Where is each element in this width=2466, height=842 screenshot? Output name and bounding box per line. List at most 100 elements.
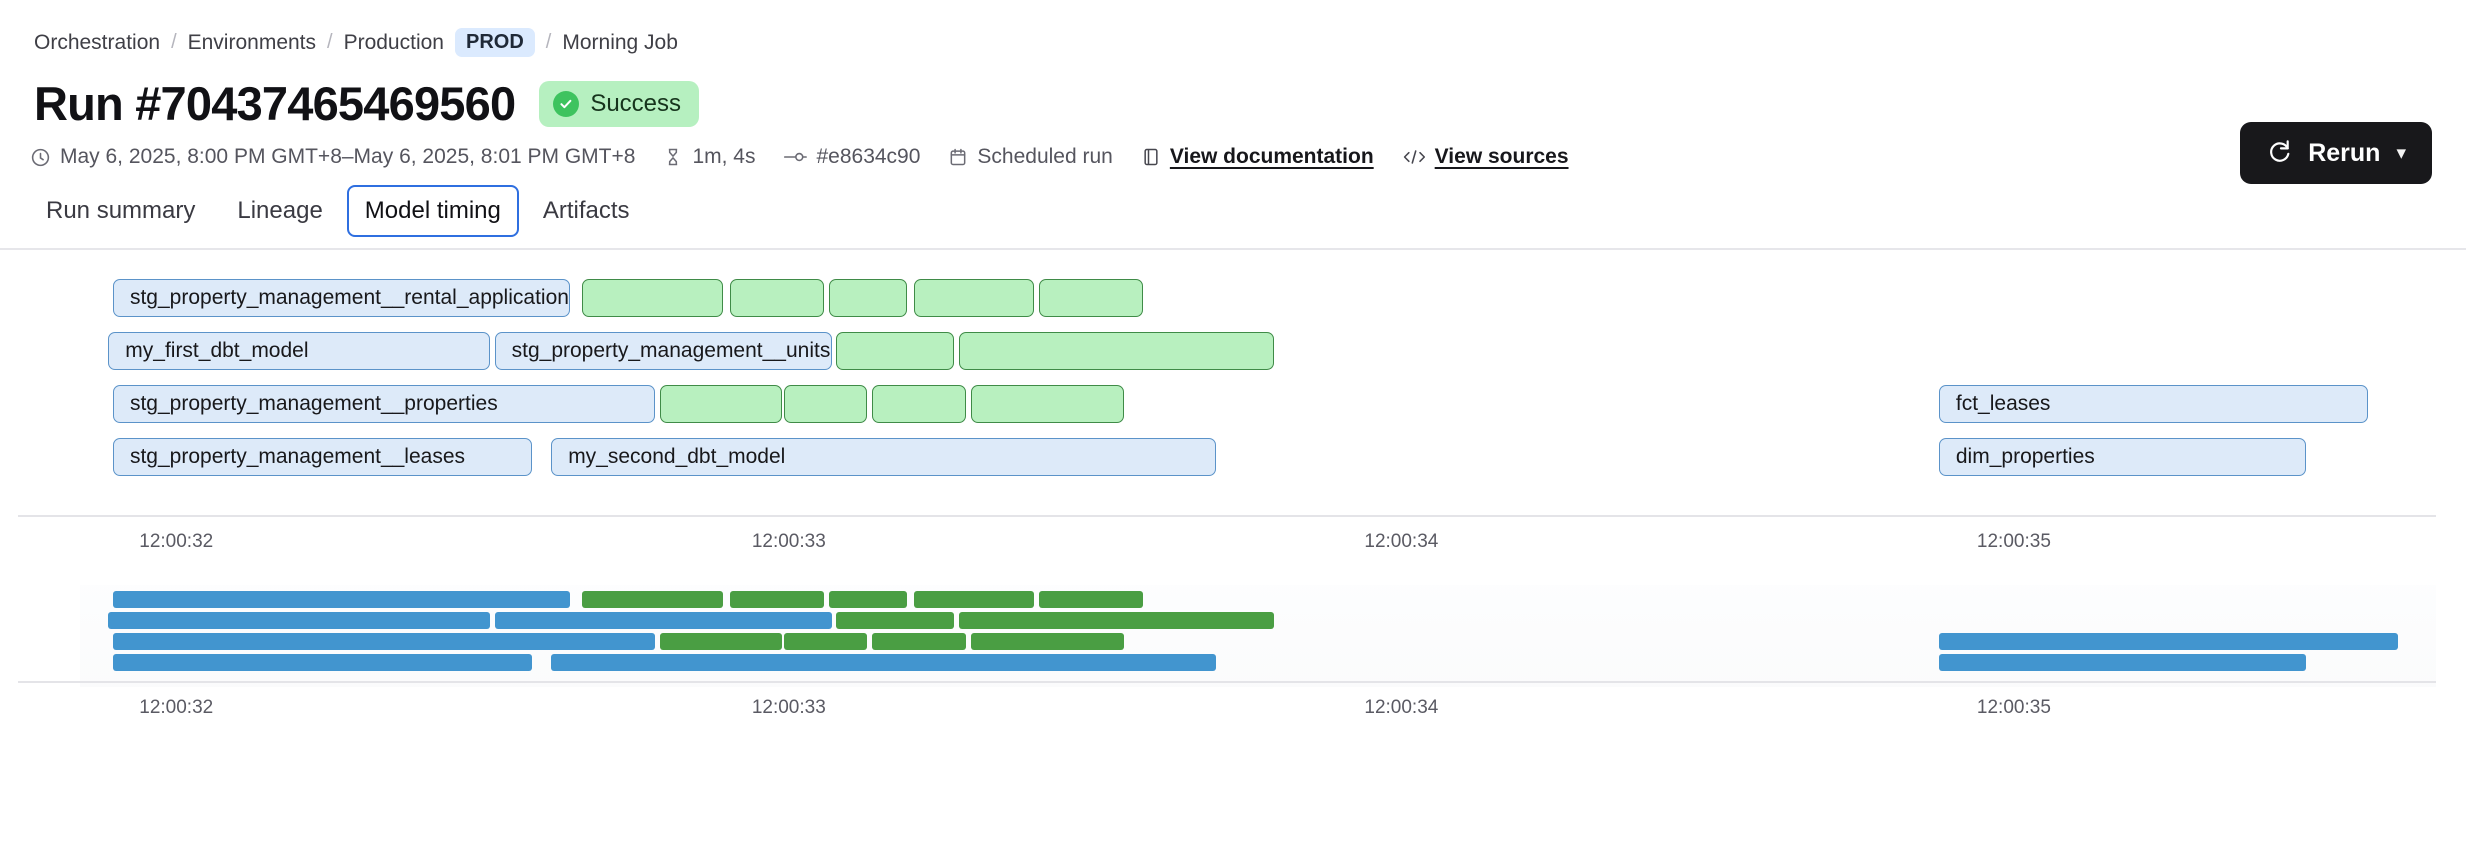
axis-tick-label: 12:00:34 bbox=[1364, 531, 1439, 553]
axis-line bbox=[18, 681, 2436, 684]
gantt-bar-label: dim_properties bbox=[1955, 445, 2095, 469]
meta-duration-text: 1m, 4s bbox=[692, 145, 756, 169]
meta-trigger: Scheduled run bbox=[948, 145, 1113, 169]
minimap-bar[interactable] bbox=[958, 612, 1275, 630]
minimap-row bbox=[0, 633, 2466, 651]
gantt-bar-segment[interactable] bbox=[970, 385, 1124, 424]
minimap-bar[interactable] bbox=[108, 612, 490, 630]
gantt-bar-dim-properties[interactable]: dim_properties bbox=[1938, 438, 2307, 477]
gantt-bar-stg-property-management--leases[interactable]: stg_property_management__leases bbox=[112, 438, 533, 477]
gantt-row: my_first_dbt_model stg_property_managemen… bbox=[0, 332, 2466, 371]
chevron-down-icon[interactable]: ▾ bbox=[2396, 142, 2406, 164]
gantt-time-axis: 12:00:32 12:00:33 12:00:34 12:00:35 bbox=[0, 515, 2466, 561]
book-icon bbox=[1141, 147, 1161, 167]
page-title: Run #70437465469560 bbox=[34, 77, 516, 130]
meta-commit: #e8634c90 bbox=[783, 145, 920, 169]
gantt-bar-label: fct_leases bbox=[1955, 392, 2051, 416]
gantt-bar-label: stg_property_management__leases bbox=[129, 445, 466, 469]
meta-timerange-text: May 6, 2025, 8:00 PM GMT+8–May 6, 2025, … bbox=[60, 145, 636, 169]
gantt-bar-segment[interactable] bbox=[1038, 279, 1143, 318]
minimap-bar[interactable] bbox=[1038, 591, 1143, 609]
minimap-bar[interactable] bbox=[112, 591, 571, 609]
tab-artifacts[interactable]: Artifacts bbox=[542, 197, 630, 225]
gantt-bar-segment[interactable] bbox=[730, 279, 825, 318]
minimap-bar[interactable] bbox=[112, 633, 655, 651]
breadcrumb-item-morning-job[interactable]: Morning Job bbox=[562, 30, 678, 54]
meta-commit-text: #e8634c90 bbox=[816, 145, 921, 169]
minimap-bar[interactable] bbox=[871, 633, 966, 651]
gantt-row: stg_property_management__leases my_second… bbox=[0, 438, 2466, 477]
refresh-icon bbox=[2266, 137, 2292, 170]
axis-tick-label: 12:00:35 bbox=[1976, 531, 2051, 553]
gantt-bar-stg-property-management--properties[interactable]: stg_property_management__properties bbox=[112, 385, 655, 424]
axis-line bbox=[18, 515, 2436, 518]
axis-tick-label: 12:00:33 bbox=[751, 697, 826, 719]
status-badge-label: Success bbox=[590, 89, 682, 117]
gantt-bar-segment[interactable] bbox=[958, 332, 1275, 371]
gantt-row: stg_property_management__properties fct_l… bbox=[0, 385, 2466, 424]
axis-tick-label: 12:00:32 bbox=[139, 697, 214, 719]
rerun-button[interactable]: Rerun ▾ bbox=[2240, 122, 2432, 184]
minimap-row bbox=[0, 591, 2466, 609]
gantt-chart: stg_property_management__rental_applicat… bbox=[0, 279, 2466, 515]
minimap-bar[interactable] bbox=[914, 591, 1035, 609]
gantt-bar-segment[interactable] bbox=[871, 385, 966, 424]
minimap-bar[interactable] bbox=[829, 591, 907, 609]
axis-tick-label: 12:00:34 bbox=[1364, 697, 1439, 719]
meta-documentation[interactable]: View documentation bbox=[1141, 145, 1374, 169]
gantt-minimap[interactable] bbox=[0, 585, 2466, 688]
axis-tick-label: 12:00:32 bbox=[139, 531, 214, 553]
minimap-bar[interactable] bbox=[551, 654, 1216, 672]
gantt-bar-segment[interactable] bbox=[659, 385, 783, 424]
gantt-bar-my-first-dbt-model[interactable]: my_first_dbt_model bbox=[108, 332, 490, 371]
tab-model-timing[interactable]: Model timing bbox=[346, 185, 519, 238]
gantt-bar-segment[interactable] bbox=[784, 385, 867, 424]
gantt-bar-label: stg_property_management__rental_applicat… bbox=[129, 286, 571, 310]
minimap-bar[interactable] bbox=[784, 633, 867, 651]
gantt-bar-fct-leases[interactable]: fct_leases bbox=[1938, 385, 2368, 424]
gantt-bar-label: my_first_dbt_model bbox=[125, 339, 309, 363]
minimap-bar[interactable] bbox=[1938, 633, 2399, 651]
gantt-bar-segment[interactable] bbox=[914, 279, 1035, 318]
axis-tick-label: 12:00:33 bbox=[751, 531, 826, 553]
minimap-bar[interactable] bbox=[730, 591, 825, 609]
tab-bar: Run summary Lineage Model timing Artifac… bbox=[0, 169, 2466, 251]
clock-icon bbox=[30, 147, 51, 168]
breadcrumb-item-production[interactable]: Production bbox=[343, 30, 444, 54]
check-circle-icon bbox=[553, 90, 580, 117]
rerun-button-label: Rerun bbox=[2308, 138, 2381, 167]
title-row: Run #70437465469560 Success bbox=[0, 57, 2466, 128]
gantt-row: stg_property_management__rental_applicat… bbox=[0, 279, 2466, 318]
gantt-bar-label: stg_property_management__units bbox=[511, 339, 831, 363]
gantt-bar-segment[interactable] bbox=[829, 279, 907, 318]
meta-duration: 1m, 4s bbox=[663, 145, 755, 169]
tab-lineage[interactable]: Lineage bbox=[237, 197, 323, 225]
view-sources-link[interactable]: View sources bbox=[1434, 145, 1569, 169]
tab-bar-underline bbox=[0, 248, 2466, 251]
gantt-bar-stg-property-management--units[interactable]: stg_property_management__units bbox=[494, 332, 832, 371]
breadcrumb-separator: / bbox=[171, 31, 177, 53]
minimap-bar[interactable] bbox=[494, 612, 832, 630]
breadcrumb-badge-prod: PROD bbox=[454, 28, 535, 57]
minimap-bar[interactable] bbox=[581, 591, 724, 609]
gantt-bar-segment[interactable] bbox=[581, 279, 724, 318]
minimap-bar[interactable] bbox=[1938, 654, 2307, 672]
gantt-bar-my-second-dbt-model[interactable]: my_second_dbt_model bbox=[551, 438, 1216, 477]
breadcrumb-item-environments[interactable]: Environments bbox=[187, 30, 317, 54]
minimap-bar[interactable] bbox=[970, 633, 1124, 651]
minimap-bar[interactable] bbox=[836, 612, 955, 630]
minimap-bar[interactable] bbox=[112, 654, 533, 672]
tab-run-summary[interactable]: Run summary bbox=[46, 197, 196, 225]
meta-timerange: May 6, 2025, 8:00 PM GMT+8–May 6, 2025, … bbox=[30, 145, 635, 169]
gantt-bar-label: stg_property_management__properties bbox=[129, 392, 498, 416]
run-meta-row: May 6, 2025, 8:00 PM GMT+8–May 6, 2025, … bbox=[0, 128, 2466, 169]
minimap-bar[interactable] bbox=[659, 633, 783, 651]
meta-sources[interactable]: View sources bbox=[1402, 145, 1569, 169]
view-documentation-link[interactable]: View documentation bbox=[1169, 145, 1374, 169]
breadcrumb-separator: / bbox=[545, 31, 552, 53]
breadcrumb-separator: / bbox=[327, 31, 333, 53]
breadcrumb-item-orchestration[interactable]: Orchestration bbox=[34, 30, 161, 54]
gantt-bar-segment[interactable] bbox=[836, 332, 955, 371]
gantt-bar-stg-property-management--rental-applications[interactable]: stg_property_management__rental_applicat… bbox=[112, 279, 571, 318]
